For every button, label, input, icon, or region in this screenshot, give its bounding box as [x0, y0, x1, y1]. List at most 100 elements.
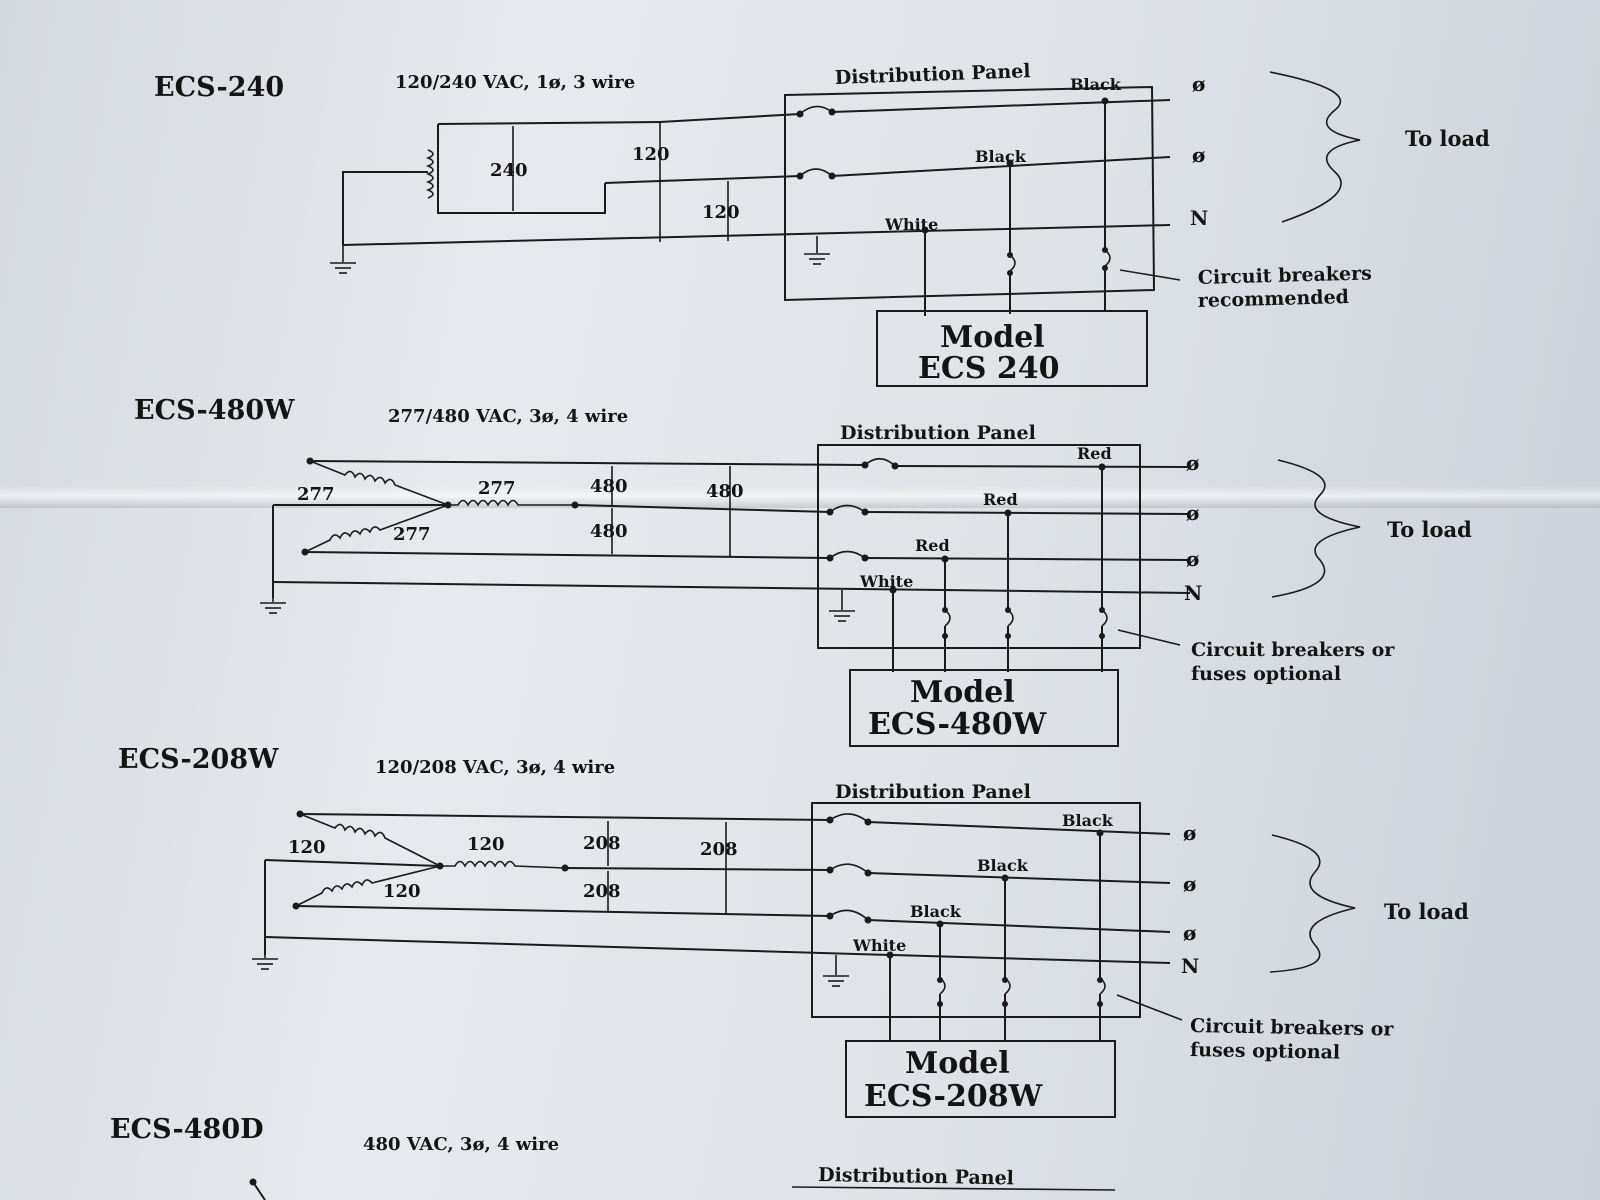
terminal-label: ø — [1192, 143, 1205, 167]
panel-title: Distribution Panel — [840, 422, 1036, 444]
terminal-label: ø — [1183, 921, 1196, 945]
model-box-label: Model — [905, 1046, 1010, 1081]
wire-color-label: White — [852, 936, 906, 955]
wire-color-label: Black — [1062, 811, 1114, 830]
load-brace — [1269, 834, 1356, 973]
model-code: ECS-240 — [154, 72, 284, 103]
distribution-panel-box — [811, 802, 1141, 1018]
wye-winding — [309, 460, 449, 506]
terminal-label: ø — [1186, 501, 1199, 525]
model-box — [849, 669, 1119, 747]
terminal-label: ø — [1186, 451, 1199, 475]
breaker-symbol — [829, 550, 866, 559]
breaker-symbol — [799, 168, 833, 177]
breaker-symbol — [864, 457, 896, 467]
voltage-spec: 277/480 VAC, 3ø, 4 wire — [388, 406, 628, 427]
voltage-label: 480 — [590, 521, 628, 542]
terminal-label: ø — [1183, 821, 1196, 845]
wye-winding — [440, 860, 566, 869]
model-code: ECS-480W — [134, 395, 295, 426]
wye-winding — [304, 504, 449, 553]
breaker-note: fuses optional — [1191, 663, 1341, 685]
section-ecs-208w: ECS-208W 120/208 VAC, 3ø, 4 wire Distrib… — [118, 744, 1469, 1118]
breaker-note: Circuit breakers or — [1191, 639, 1395, 661]
voltage-label: 120 — [702, 202, 740, 223]
breaker-symbol — [829, 909, 869, 921]
paper-fold — [0, 486, 1600, 508]
neutral-wire — [272, 581, 1191, 594]
transformer-coil — [425, 149, 434, 199]
model-code: ECS-208W — [118, 744, 279, 775]
terminal-label: ø — [1183, 872, 1196, 896]
breaker-symbol — [829, 863, 869, 874]
ground-icon — [829, 590, 855, 622]
breaker-symbol — [829, 504, 866, 513]
neutral-wire — [342, 224, 1171, 246]
load-label: To load — [1387, 517, 1472, 542]
model-box-label: ECS 240 — [918, 351, 1059, 386]
line-wire-2 — [604, 175, 801, 184]
voltage-spec: 120/208 VAC, 3ø, 4 wire — [375, 757, 615, 778]
load-brace — [1271, 459, 1361, 598]
ground-icon — [252, 955, 278, 970]
breaker-symbol — [799, 105, 833, 115]
breaker-note: fuses optional — [1190, 1039, 1340, 1064]
line-wire-1 — [659, 113, 801, 123]
voltage-label: 277 — [393, 524, 431, 545]
wye-winding — [448, 499, 575, 507]
model-box-label: Model — [940, 320, 1045, 355]
model-code: ECS-480D — [110, 1114, 264, 1145]
terminal-label: ø — [1192, 72, 1205, 96]
distribution-panel-box — [817, 444, 1141, 649]
neutral-wire — [264, 936, 1171, 964]
ground-icon — [260, 598, 286, 614]
breaker-note: Circuit breakers — [1198, 262, 1373, 289]
panel-title: Distribution Panel — [835, 781, 1031, 803]
section-ecs-480d: ECS-480D 480 VAC, 3ø, 4 wire Distributio… — [110, 1114, 1116, 1200]
wye-winding — [299, 813, 441, 867]
ground-icon — [804, 236, 830, 265]
wire-color-label: Red — [1077, 444, 1112, 463]
section-ecs-480w: ECS-480W 277/480 VAC, 3ø, 4 wire Distrib… — [134, 395, 1472, 747]
load-label: To load — [1384, 899, 1469, 924]
ground-icon — [823, 955, 849, 987]
voltage-spec: 120/240 VAC, 1ø, 3 wire — [395, 72, 635, 93]
model-box-label: ECS-208W — [864, 1079, 1044, 1114]
wire-color-label: Black — [977, 856, 1029, 875]
panel-title: Distribution Panel — [818, 1164, 1014, 1189]
terminal-label: N — [1184, 581, 1202, 605]
voltage-label: 208 — [583, 881, 621, 902]
wire-color-label: White — [859, 572, 913, 591]
wire-color-label: Red — [983, 490, 1018, 509]
terminal-label: N — [1190, 206, 1208, 230]
wire-color-label: White — [884, 215, 938, 234]
wire-color-label: Red — [915, 536, 950, 555]
model-box — [845, 1040, 1116, 1118]
voltage-label: 240 — [490, 160, 528, 181]
model-box-label: ECS-480W — [868, 707, 1048, 742]
voltage-label: 277 — [297, 484, 335, 505]
voltage-label: 208 — [583, 833, 621, 854]
ground-icon — [330, 245, 356, 274]
voltage-label: 277 — [478, 478, 516, 499]
voltage-label: 120 — [383, 881, 421, 902]
wire-color-label: Black — [910, 902, 962, 921]
voltage-spec: 480 VAC, 3ø, 4 wire — [363, 1134, 559, 1155]
voltage-label: 120 — [632, 144, 670, 165]
terminal-label: ø — [1186, 547, 1199, 571]
voltage-label: 480 — [706, 481, 744, 502]
voltage-label: 480 — [590, 476, 628, 497]
wire-color-label: Black — [1070, 75, 1122, 94]
breaker-note: Circuit breakers or — [1190, 1015, 1395, 1041]
voltage-label: 120 — [467, 834, 505, 855]
wire-color-label: Black — [975, 147, 1027, 166]
wye-winding — [295, 865, 441, 907]
terminal-label: N — [1181, 954, 1199, 978]
breaker-symbol — [829, 813, 869, 823]
voltage-label: 208 — [700, 839, 738, 860]
model-box-label: Model — [910, 675, 1015, 710]
distribution-panel-box — [784, 85, 1156, 302]
load-brace — [1269, 71, 1361, 223]
